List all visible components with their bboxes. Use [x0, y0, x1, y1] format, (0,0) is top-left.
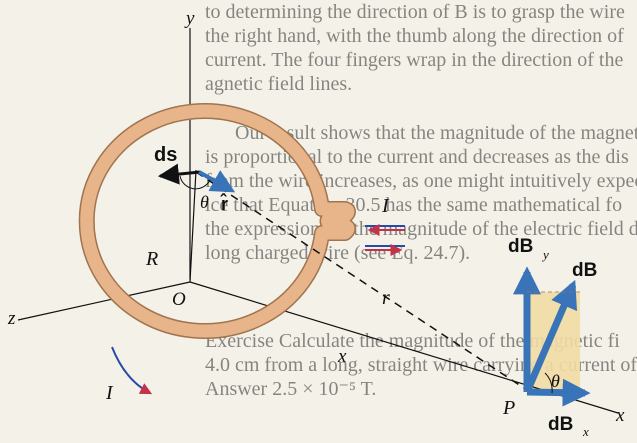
- z-axis: [17, 281, 191, 321]
- dBx-label-sub: x: [582, 424, 589, 439]
- theta-arc-loop: [179, 175, 211, 190]
- book-text-line: to determining the direction of B is to …: [205, 1, 625, 23]
- theta-arc-point: [544, 372, 553, 394]
- book-text-line: current. The four fingers wrap in the di…: [205, 49, 623, 71]
- book-text-line: Exercise Calculate the magnitude of the …: [205, 330, 620, 352]
- current-arrow-bottom: [111, 346, 153, 395]
- current-arrows-top: [365, 224, 405, 256]
- distance-line: [195, 171, 528, 391]
- dBx-label-text: dB: [548, 414, 573, 435]
- point-label: P: [502, 397, 515, 419]
- axis-label-y: y: [184, 8, 195, 29]
- current-label-bottom: I: [105, 382, 114, 404]
- axis-label-x-mid: x: [337, 346, 347, 367]
- axis-label-x-right: x: [615, 405, 625, 426]
- dB-vector: [523, 279, 578, 394]
- book-text-line: the expression for the magnitude of the …: [205, 218, 637, 240]
- book-text-line: Answer 2.5 × 10⁻⁵ T.: [205, 378, 376, 400]
- dBy-label: dB y: [508, 236, 549, 262]
- book-text-line: ice that Equation 30.5 has the same math…: [205, 194, 622, 216]
- r-hat-vector: [198, 170, 236, 193]
- dB-label: dB: [572, 260, 597, 281]
- book-text-line: the right hand, with the thumb along the…: [205, 25, 624, 47]
- dBx-vector: [526, 378, 591, 407]
- theta-label-loop: θ: [200, 192, 209, 212]
- dBy-label-text: dB: [508, 236, 533, 257]
- current-loop: [78, 103, 356, 339]
- axis-label-z: z: [7, 308, 16, 329]
- ds-vector: [157, 163, 201, 185]
- origin-label: O: [172, 289, 186, 310]
- book-text-line: long charged wire (see Eq. 24.7).: [205, 242, 470, 264]
- r-hat-label: r̂: [219, 193, 228, 214]
- current-label-top: I: [381, 195, 390, 217]
- dBy-label-sub: y: [541, 247, 549, 262]
- distance-label: r: [382, 287, 390, 309]
- radius-label: R: [145, 248, 158, 270]
- book-text-line: Our result shows that the magnitude of t…: [235, 122, 637, 144]
- theta-label-point: θ: [551, 371, 560, 391]
- dB-label-text: dB: [572, 260, 597, 281]
- book-text-line: agnetic field lines.: [205, 73, 352, 95]
- dBx-label: dB x: [548, 414, 589, 439]
- ds-label: ds: [154, 144, 177, 166]
